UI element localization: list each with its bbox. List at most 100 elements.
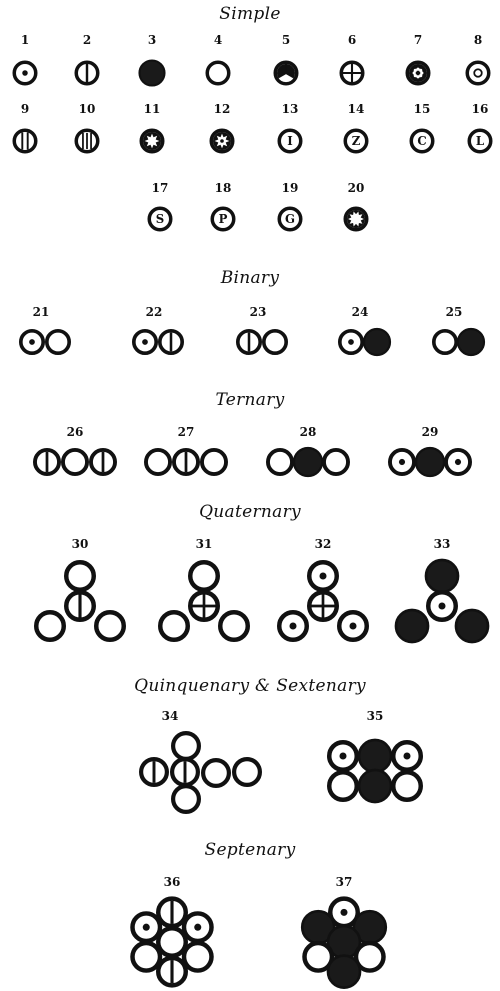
atom [390,739,423,772]
atom [144,447,173,476]
atom [181,911,214,944]
atom [273,60,299,86]
symbol-33 [394,558,490,644]
atom [74,60,100,86]
atom [181,940,214,973]
symbol-28 [265,446,350,478]
atom [336,609,369,642]
symbol-25 [432,327,486,357]
atom [63,559,96,592]
atom [171,730,202,761]
symbol-number: 18 [215,181,232,195]
atom [158,329,185,356]
atom [156,955,189,988]
atom: G [277,206,303,232]
atom [63,589,96,622]
symbol-18: P [210,206,236,232]
atom [456,327,486,357]
atom-letter: I [287,134,292,148]
symbol-number: 7 [414,33,422,47]
symbol-31 [158,559,251,642]
atom [454,608,490,644]
atom [343,206,369,232]
atom [302,940,335,973]
symbol-3 [138,59,166,87]
symbol-32 [276,559,369,642]
atom [74,128,100,154]
symbol-number: 30 [72,537,89,551]
atom [188,559,221,592]
atom: L [467,128,493,154]
atom [424,558,460,594]
symbol-number: 24 [352,305,369,319]
section-title-simple: Simple [219,4,281,24]
symbol-number: 17 [152,181,169,195]
symbol-7 [405,60,431,86]
atom [188,589,221,622]
symbol-number: 13 [282,102,299,116]
symbol-15: C [409,128,435,154]
atom [32,447,61,476]
atom [394,608,430,644]
symbol-number: 11 [144,102,161,116]
atom [357,768,393,804]
atom-letter: G [285,212,295,226]
atom [171,783,202,814]
atom [390,769,423,802]
symbol-number: 33 [434,537,451,551]
atom [218,609,251,642]
atom [262,329,289,356]
atom-letter: P [219,212,228,226]
atom-letter: S [156,212,164,226]
atom [12,128,38,154]
symbol-number: 12 [214,102,231,116]
symbol-17: S [147,206,173,232]
symbol-34 [139,730,263,814]
symbol-number: 21 [33,305,50,319]
atom [405,60,431,86]
atom [205,60,231,86]
symbol-14: Z [343,128,369,154]
atom [443,447,472,476]
atom [357,738,393,774]
symbol-number: 26 [67,425,84,439]
symbol-number: 1 [21,33,29,47]
symbol-number: 29 [422,425,439,439]
symbol-5 [273,60,299,86]
atom [326,954,362,989]
symbol-19: G [277,206,303,232]
section-title-binary: Binary [220,268,280,288]
symbol-number: 37 [336,875,353,889]
symbol-11 [139,128,165,154]
atom: I [277,128,303,154]
symbol-number: 14 [348,102,365,116]
atom-letter: C [417,134,426,148]
symbol-20 [343,206,369,232]
symbol-1 [12,60,38,86]
symbol-number: 5 [282,33,290,47]
symbol-number: 20 [348,181,365,195]
atom [276,609,309,642]
atom [156,925,189,958]
symbol-9 [12,128,38,154]
atom [156,896,189,929]
atom [236,329,263,356]
atom: Z [343,128,369,154]
atom [139,756,170,787]
symbol-24 [338,327,392,357]
atom [292,446,324,478]
symbol-number: 23 [250,305,267,319]
atom [130,940,163,973]
atom [18,329,46,356]
atom [321,447,350,476]
atom [232,756,263,787]
symbol-29 [387,446,472,478]
atom [158,609,191,642]
atom [138,59,166,87]
symbol-number: 10 [79,102,96,116]
symbol-number: 8 [474,33,482,47]
atom [265,447,294,476]
atom [425,589,458,622]
atom [387,447,416,476]
